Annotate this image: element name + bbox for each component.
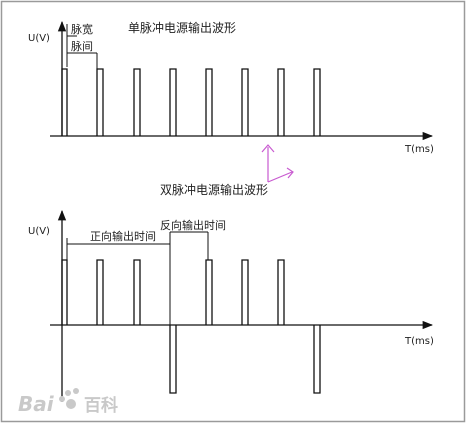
forward-pulse-3 [133,259,141,325]
pulse-2 [96,68,104,136]
double-pulse-title: 双脉冲电源输出波形 [160,182,268,197]
paw-toe-1 [65,390,71,396]
pulse-3 [133,68,141,136]
forward-pulse-1 [61,259,68,325]
watermark-brand: Bai [18,392,55,416]
cursor-arrow-icon [261,144,294,183]
x-axis-label-1: T(ms) [404,144,434,155]
single-pulse-title: 单脉冲电源输出波形 [128,20,236,35]
forward-pulse-6 [277,259,285,325]
pulse-interval-label: 脉间 [71,39,93,53]
paw-pad [66,399,76,409]
paw-toe-2 [73,388,79,394]
forward-pulse-4 [205,259,213,325]
forward-pulse-5 [241,259,249,325]
pulse-7 [277,68,285,136]
forward-time-label: 正向输出时间 [90,229,156,243]
reverse-pulse-1 [169,325,177,394]
paw-toe-3 [59,396,65,402]
pulse-5 [205,68,213,136]
forward-pulse-2 [96,259,104,325]
single-pulse-diagram: 单脉冲电源输出波形 U(V) T(ms) 脉宽 脉间 [28,20,434,155]
baidu-watermark: Bai 百科 [18,388,118,416]
double-pulse-diagram: 双脉冲电源输出波形 U(V) T(ms) 正向输出时间 反向输出时间 [28,182,434,402]
reverse-pulse-2 [313,325,321,394]
single-pulse-train [61,68,321,136]
pulse-4 [169,68,177,136]
x-axis-label-2: T(ms) [404,336,434,347]
pulse-1 [61,68,68,136]
pulse-width-label: 脉宽 [71,22,93,36]
pulse-8 [313,68,321,136]
y-axis-label-2: U(V) [28,226,50,237]
double-pulse-train [61,259,321,394]
y-axis-label-1: U(V) [28,33,50,44]
watermark-suffix: 百科 [84,395,118,416]
pulse-6 [241,68,249,136]
reverse-time-label: 反向输出时间 [160,218,226,232]
